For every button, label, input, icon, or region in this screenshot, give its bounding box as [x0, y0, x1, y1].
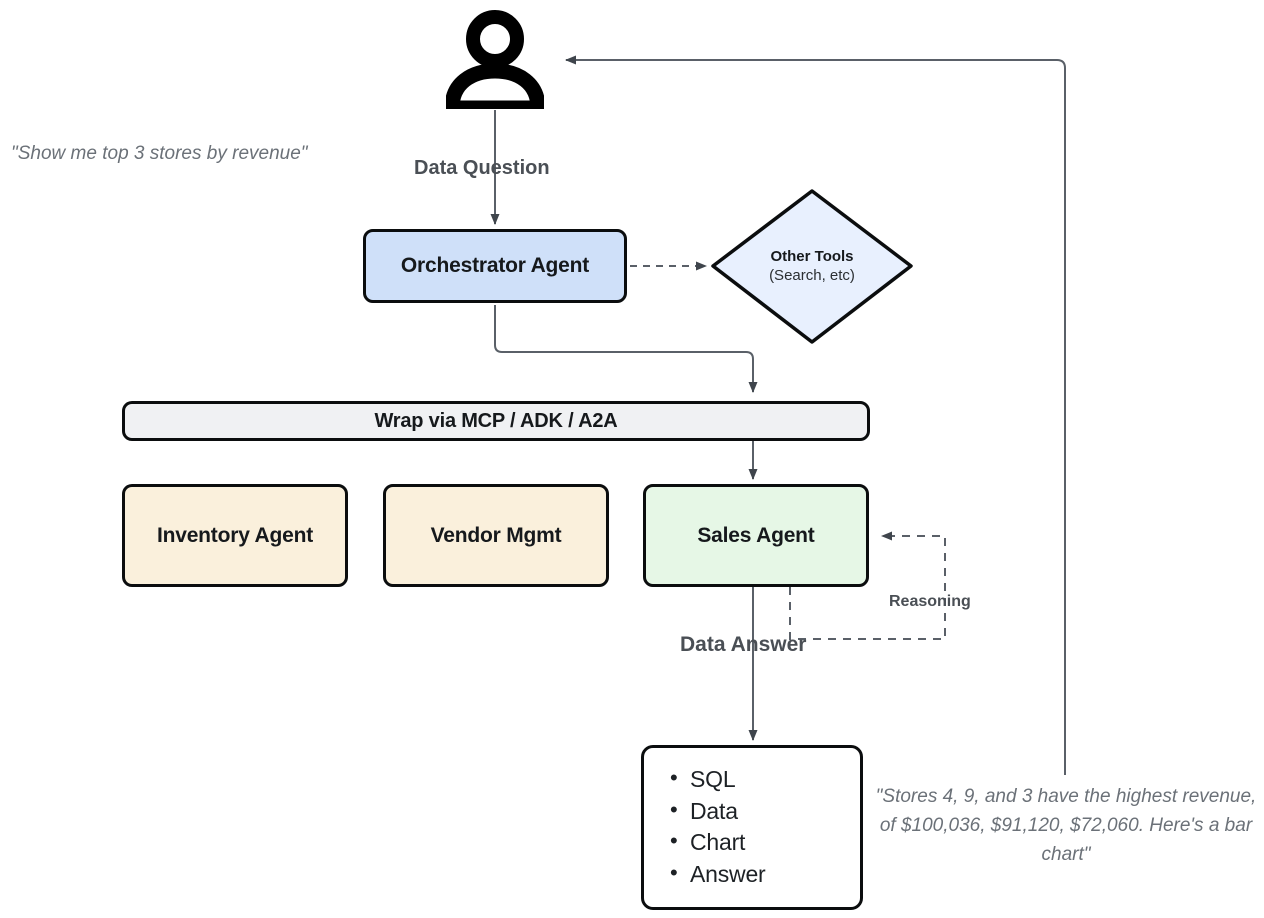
other-tools-diamond-shape: [711, 189, 913, 344]
list-item: Answer: [668, 858, 860, 891]
node-wrap-via-mcp-adk-a2a[interactable]: Wrap via MCP / ADK / A2A: [122, 401, 870, 441]
node-other-tools[interactable]: Other Tools (Search, etc): [711, 189, 913, 344]
list-item: SQL: [668, 763, 860, 796]
node-output-artifacts[interactable]: SQL Data Chart Answer: [641, 745, 863, 910]
edge-label-data-answer: Data Answer: [680, 633, 807, 656]
agent-answer-quote: "Stores 4, 9, and 3 have the highest rev…: [875, 786, 1257, 865]
node-vendor-mgmt[interactable]: Vendor Mgmt: [383, 484, 609, 587]
node-inventory-agent[interactable]: Inventory Agent: [122, 484, 348, 587]
edge-label-reasoning: Reasoning: [889, 593, 971, 610]
other-tools-subtitle: (Search, etc): [769, 266, 855, 284]
edge-answer-to-user: [565, 55, 1066, 775]
other-tools-label-group: Other Tools (Search, etc): [711, 189, 913, 344]
edge-orchestrator-to-wrap: [494, 305, 758, 393]
node-sales-agent[interactable]: Sales Agent: [643, 484, 869, 587]
edge-label-data-question: Data Question: [414, 157, 550, 179]
user-person-icon: [446, 10, 544, 109]
other-tools-title: Other Tools: [770, 248, 854, 266]
edge-reasoning-loop: [789, 531, 946, 640]
output-artifact-list: SQL Data Chart Answer: [668, 763, 860, 891]
node-orchestrator-agent[interactable]: Orchestrator Agent: [363, 229, 627, 303]
list-item: Data: [668, 795, 860, 828]
user-question-quote: "Show me top 3 stores by revenue": [11, 143, 308, 164]
list-item: Chart: [668, 826, 860, 859]
